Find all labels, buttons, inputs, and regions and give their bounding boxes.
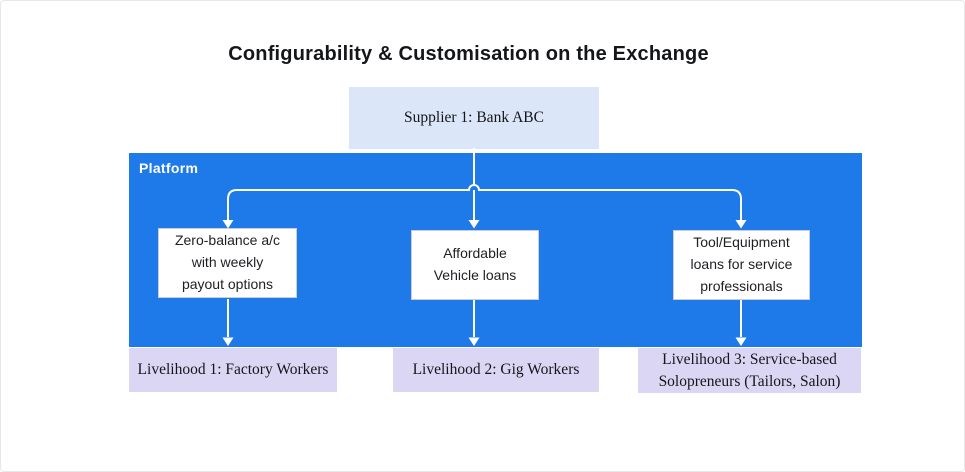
- offering-label: Tool/Equipment loans for service profess…: [690, 234, 793, 294]
- supplier-label: Supplier 1: Bank ABC: [404, 109, 544, 126]
- livelihood-node-solopreneurs: Livelihood 3: Service-based Solopreneurs…: [638, 348, 861, 393]
- offering-node-tool-equipment-loans: Tool/Equipment loans for service profess…: [673, 230, 810, 300]
- livelihood-node-gig-workers: Livelihood 2: Gig Workers: [393, 348, 599, 392]
- offering-label: Zero-balance a/c with weekly payout opti…: [174, 232, 281, 292]
- livelihood-label: Livelihood 3: Service-based Solopreneurs…: [658, 350, 841, 390]
- diagram-title: Configurability & Customisation on the E…: [228, 43, 709, 65]
- offering-label: Affordable Vehicle loans: [433, 245, 517, 283]
- offering-node-zero-balance: Zero-balance a/c with weekly payout opti…: [158, 228, 297, 298]
- platform-label: Platform: [139, 160, 199, 176]
- livelihood-label: Livelihood 1: Factory Workers: [137, 361, 329, 379]
- livelihood-node-factory-workers: Livelihood 1: Factory Workers: [129, 348, 337, 392]
- offering-node-vehicle-loans: Affordable Vehicle loans: [411, 230, 539, 300]
- supplier-node: Supplier 1: Bank ABC: [349, 87, 599, 149]
- livelihood-label: Livelihood 2: Gig Workers: [412, 361, 580, 379]
